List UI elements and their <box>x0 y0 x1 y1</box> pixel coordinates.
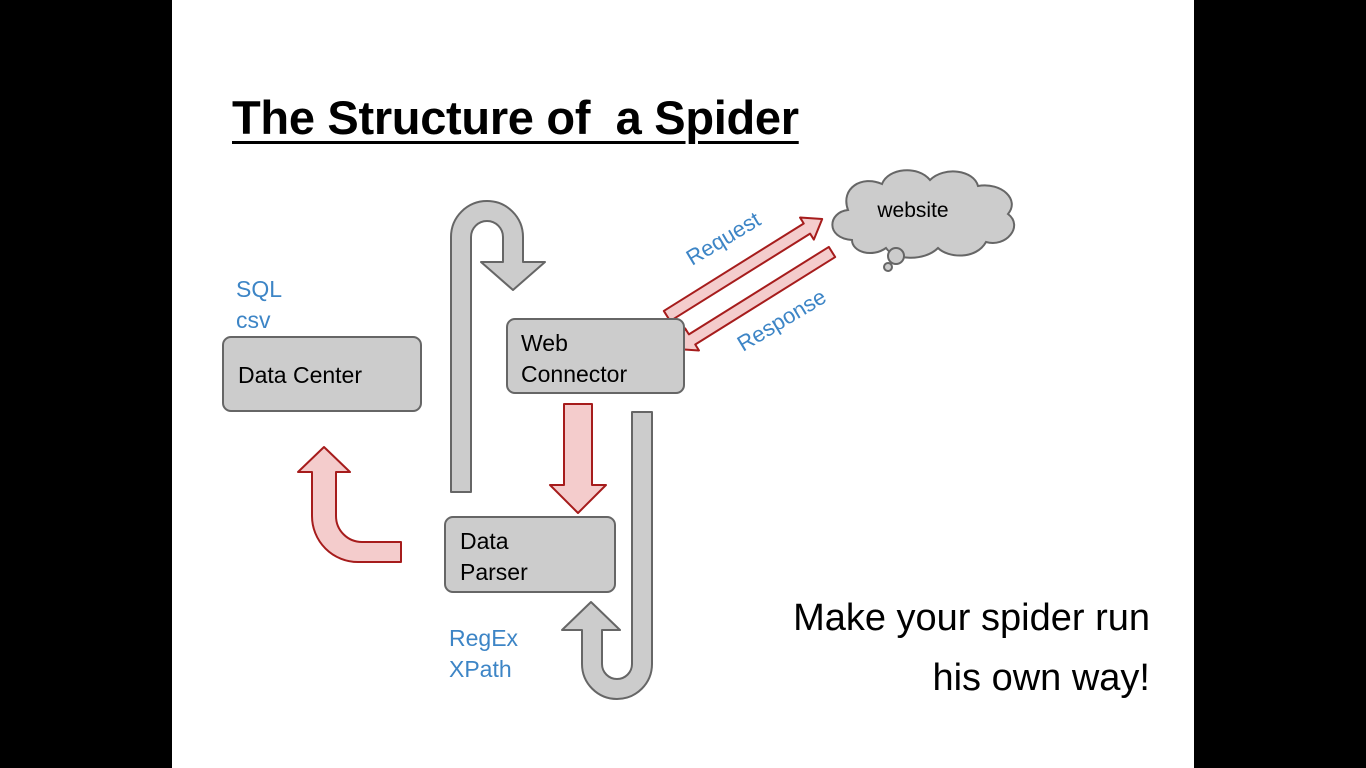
website-cloud <box>831 169 1015 272</box>
data-parser-label-line1: Data <box>460 528 509 554</box>
data-parser-node: Data Parser <box>444 516 616 593</box>
data-center-node: Data Center <box>222 336 422 412</box>
tagline-line1: Make your spider run <box>793 597 1150 639</box>
storage-formats-label: SQL csv <box>236 274 282 336</box>
website-label: website <box>876 199 948 222</box>
web-connector-label-line1: Web <box>521 330 568 356</box>
data-center-label: Data Center <box>238 362 363 388</box>
page-title: The Structure of a Spider <box>232 91 799 144</box>
parsing-tools-label: RegEx XPath <box>449 623 518 685</box>
parsing-tool-regex: RegEx <box>449 625 519 651</box>
loop-arrow-parser-to-connector <box>450 200 546 493</box>
request-arrow <box>662 216 824 323</box>
response-label: Response <box>733 284 831 356</box>
storage-format-sql: SQL <box>236 276 283 302</box>
parsing-tool-xpath: XPath <box>449 656 512 682</box>
arrow-connector-to-parser <box>549 403 607 514</box>
tagline-line2: his own way! <box>932 657 1150 699</box>
web-connector-label-line2: Connector <box>521 361 628 387</box>
storage-format-csv: csv <box>236 307 271 333</box>
web-connector-node: Web Connector <box>506 318 685 394</box>
loop-arrow-connector-to-parser <box>561 411 653 700</box>
tagline: Make your spider run his own way! <box>793 588 1150 708</box>
data-parser-label-line2: Parser <box>460 559 528 585</box>
arrow-parser-to-datacenter <box>297 446 402 563</box>
